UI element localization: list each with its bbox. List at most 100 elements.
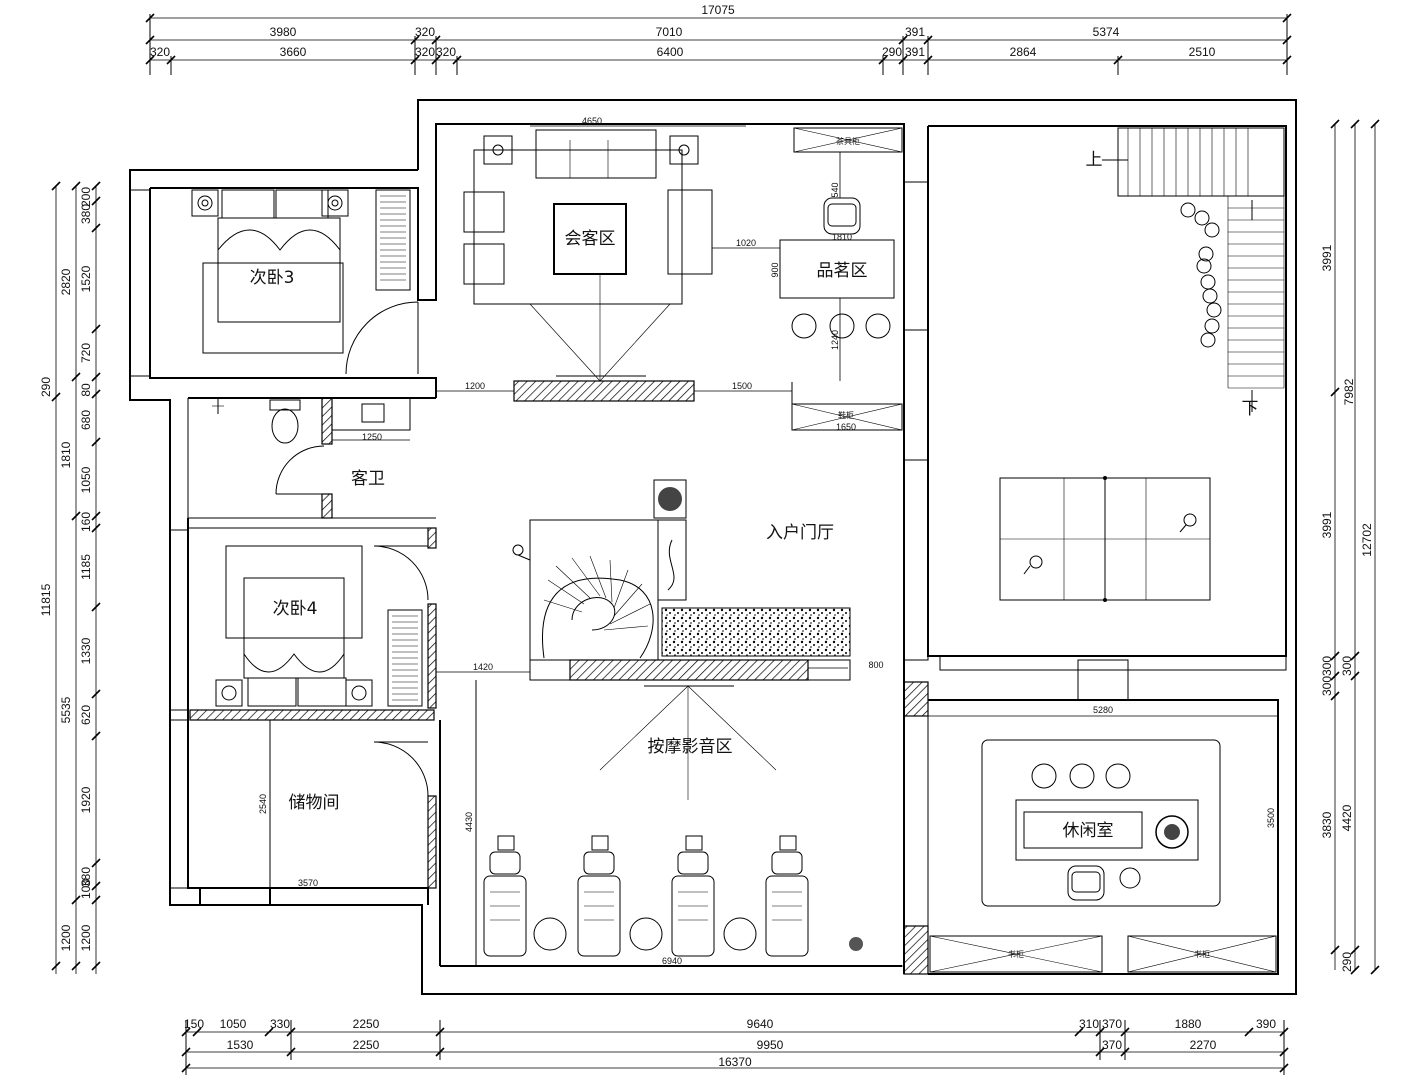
armchair-icon — [1067, 865, 1105, 901]
dim-left-in-13: 380 — [79, 867, 93, 887]
tea-area: 茶具柜 品茗区 1020 900 1240 540 1810 — [712, 127, 903, 381]
dim-left-mid-2: 5535 — [59, 696, 73, 723]
dim-right-in-3: 300 — [1320, 676, 1334, 696]
plant-icon — [849, 937, 863, 951]
partition-dims: 1200 1500 鞋柜 1650 — [436, 381, 903, 432]
nightstand-lamp-icon — [215, 679, 373, 707]
stair-down-label: 下 — [1242, 399, 1259, 419]
sink-icon — [331, 397, 411, 431]
plant-icon — [1180, 202, 1222, 348]
bottom-dimension-lines: 150 1050 330 2250 9640 310 370 1880 390 … — [181, 1017, 1289, 1075]
massage-chair-icon — [483, 835, 527, 957]
windows — [129, 181, 929, 927]
leisure-room: 5280 休闲室 3500 书柜 书柜 — [928, 705, 1278, 973]
foyer: 800 1420 入户门厅 — [436, 479, 884, 681]
room-label-theater: 按摩影音区 — [648, 737, 733, 757]
dim-right-mid-0: 300 — [1340, 656, 1354, 676]
armchair-icon — [823, 197, 861, 235]
dim-bot-r2-1: 2250 — [353, 1038, 380, 1052]
dim-900: 900 — [770, 262, 780, 277]
toilet-icon — [269, 399, 301, 444]
dim-bot-r1-3: 2250 — [353, 1017, 380, 1031]
dim-left-in-9: 1330 — [79, 637, 93, 664]
dim-top-r2-2: 320 — [415, 45, 435, 59]
massage-chair-icon — [765, 835, 809, 957]
dim-5280: 5280 — [1093, 705, 1113, 715]
dim-bot-r2-0: 1530 — [227, 1038, 254, 1052]
staircase: 上 下 — [1086, 127, 1285, 419]
room-label-storage: 储物间 — [289, 793, 340, 813]
room-label-bedroom4: 次卧4 — [273, 599, 318, 619]
room-label-tea: 品茗区 — [817, 261, 868, 281]
paddle-icon — [1023, 513, 1197, 575]
dim-top-r1-2: 7010 — [656, 25, 683, 39]
dim-bot-total: 16370 — [718, 1055, 752, 1069]
nightstand-lamp-icon — [191, 189, 349, 217]
dim-4430: 4430 — [464, 812, 474, 832]
reception-area: 会客区 4650 — [463, 116, 746, 382]
dim-top-r2-5: 290 — [882, 45, 902, 59]
dim-right-in-1: 3991 — [1320, 511, 1334, 538]
room-label-leisure: 休闲室 — [1063, 821, 1114, 841]
theater-area: 按摩影音区 4430 6940 — [464, 680, 904, 967]
dim-bot-r1-1: 1050 — [220, 1017, 247, 1031]
dim-bot-r1-4: 9640 — [747, 1017, 774, 1031]
dim-left-in-8: 1185 — [79, 554, 93, 580]
massage-chair-icon — [577, 835, 621, 957]
dim-bot-r2-2: 9950 — [757, 1038, 784, 1052]
dim-right-outer-0: 7982 — [1342, 378, 1356, 405]
shower-icon — [212, 398, 224, 414]
dim-4650: 4650 — [582, 116, 602, 126]
dim-left-in-4: 80 — [79, 383, 93, 397]
dim-540: 540 — [830, 182, 840, 197]
dim-1200: 1200 — [465, 381, 485, 391]
dim-left-in-1: 380 — [79, 204, 93, 224]
dim-left-in-12: 100 — [79, 879, 93, 899]
room-label-guest-bath: 客卫 — [351, 469, 385, 489]
dim-left-mid-1: 1810 — [59, 441, 73, 468]
dim-right-in-4: 3830 — [1320, 811, 1334, 838]
dim-3570: 3570 — [298, 878, 318, 888]
dim-right-outer-1: 12702 — [1360, 523, 1374, 557]
dim-right-mid-1: 4420 — [1340, 804, 1354, 831]
storage-room: 2540 3570 储物间 — [258, 720, 429, 889]
dim-top-r2-1: 3660 — [280, 45, 307, 59]
dim-left-in-11: 1920 — [79, 786, 93, 813]
room-label-foyer: 入户门厅 — [766, 523, 834, 543]
dim-bot-r2-4: 2270 — [1190, 1038, 1217, 1052]
dim-top-total: 17075 — [701, 3, 735, 17]
game-room: 上 下 — [939, 127, 1287, 701]
massage-chair-icon — [671, 835, 715, 957]
ping-pong-table — [999, 476, 1211, 602]
dim-1240: 1240 — [830, 330, 840, 350]
plant-icon — [653, 479, 687, 519]
plant-icon — [1155, 815, 1189, 849]
dim-left-in-2: 1520 — [79, 265, 93, 292]
tea-cabinet-label: 茶具柜 — [836, 136, 860, 146]
dim-top-r2-8: 2510 — [1189, 45, 1216, 59]
dim-left-mid-0: 2820 — [59, 268, 73, 295]
stair-up-label: 上 — [1086, 150, 1103, 170]
dim-bot-r1-2: 330 — [270, 1017, 290, 1031]
dim-left-in-6: 1050 — [79, 466, 93, 493]
top-dimension-lines: 17075 3980 320 7010 391 5374 320 3660 32… — [145, 3, 1292, 75]
dim-bot-r1-0: 150 — [184, 1017, 204, 1031]
dim-6940: 6940 — [662, 956, 682, 966]
dim-left-outer-1: 11815 — [39, 583, 53, 616]
dim-top-r2-7: 2864 — [1010, 45, 1037, 59]
dim-top-r1-0: 3980 — [270, 25, 297, 39]
dim-1500: 1500 — [732, 381, 752, 391]
dim-top-r2-0: 320 — [150, 45, 170, 59]
dim-top-r1-1: 320 — [415, 25, 435, 39]
dim-1020: 1020 — [736, 238, 756, 248]
dim-2540: 2540 — [258, 794, 268, 814]
dim-3500: 3500 — [1266, 808, 1276, 828]
dim-1420: 1420 — [473, 662, 493, 672]
dim-top-r2-6: 391 — [905, 45, 925, 59]
dim-top-r2-4: 6400 — [657, 45, 684, 59]
guest-bath: 1250 客卫 — [212, 397, 411, 495]
right-dimension-lines: 3991 3991 300 300 3830 300 4420 290 7982… — [1320, 119, 1380, 975]
dim-top-r1-4: 5374 — [1093, 25, 1120, 39]
dim-left-in-5: 680 — [79, 410, 93, 430]
